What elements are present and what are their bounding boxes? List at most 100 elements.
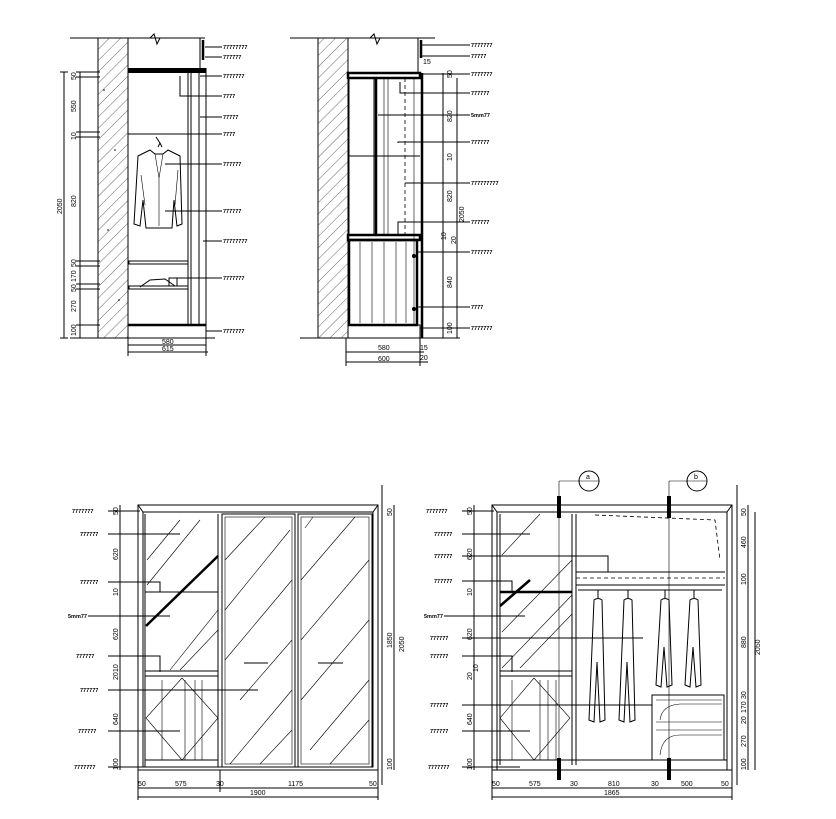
shelf: [128, 260, 189, 265]
annotation-label: 777777: [223, 162, 241, 168]
dim-label: 820: [447, 190, 454, 202]
drawer-unit: [651, 694, 725, 761]
dim-label: 1850: [387, 632, 394, 648]
annotation-label: 777777: [430, 729, 448, 735]
wall-hatch: [317, 37, 349, 339]
annotation-label: 7777: [223, 132, 235, 138]
dim-label: 30: [741, 691, 748, 699]
dim-label: 50: [138, 781, 146, 788]
shelf: [128, 285, 189, 290]
dim-label: 600: [378, 356, 390, 363]
sliding-door-right[interactable]: [297, 513, 373, 768]
total-width-label: 1900: [250, 790, 266, 797]
dim-label: 20: [467, 672, 474, 680]
overall-height-label: 2050: [57, 198, 64, 214]
annotation-label: 777777: [223, 209, 241, 215]
section-marker-label: b: [694, 474, 698, 481]
section-marker-a[interactable]: a: [578, 470, 600, 492]
annotation-label: 777777: [430, 654, 448, 660]
section-marker-b[interactable]: b: [686, 470, 708, 492]
annotation-label: 777777: [430, 636, 448, 642]
annotation-label: 777777777: [471, 181, 499, 187]
dim-label: 620: [467, 548, 474, 560]
dim-label: 100: [113, 758, 120, 770]
dim-label: 100: [71, 324, 78, 336]
dim-label: 620: [113, 628, 120, 640]
plinth: [347, 324, 421, 339]
dim-label: 20: [451, 236, 458, 244]
annotation-label: 777777: [80, 532, 98, 538]
dim-label: 50: [387, 508, 394, 516]
top-panel: [128, 68, 206, 73]
dim-label: 810: [608, 781, 620, 788]
dim-label: 500: [681, 781, 693, 788]
annotation-label: 777777: [78, 729, 96, 735]
dim-label: 50: [492, 781, 500, 788]
dim-label: 580: [162, 339, 174, 346]
dim-label: 50: [71, 259, 78, 267]
dim-label: 840: [447, 276, 454, 288]
annotation-label: 777777: [471, 220, 489, 226]
annotation-label: 5mm77: [68, 614, 87, 620]
dim-label: 10: [113, 588, 120, 596]
dim-label: 640: [113, 713, 120, 725]
dim-label: 580: [378, 345, 390, 352]
overall-height-label: 2050: [399, 636, 406, 652]
dim-label: 575: [529, 781, 541, 788]
dim-label: 615: [162, 346, 174, 353]
annotation-label: 7777777: [72, 509, 93, 515]
dim-label: 30: [651, 781, 659, 788]
annotation-label: 5mm77: [471, 113, 490, 119]
annotation-label: 7777777: [471, 43, 492, 49]
section-marker-label: a: [586, 474, 590, 481]
annotation-label: 7777777: [426, 509, 447, 515]
dim-label: 50: [741, 508, 748, 516]
annotation-label: 5mm77: [424, 614, 443, 620]
annotation-label: 777777: [430, 703, 448, 709]
annotation-label: 777777: [471, 91, 489, 97]
annotation-label: 777777: [76, 654, 94, 660]
dim-label: 20: [420, 355, 428, 362]
annotation-label: 77777: [223, 115, 238, 121]
dim-label: 50: [71, 284, 78, 292]
dim-label: 15: [423, 59, 431, 66]
annotation-label: 7777777: [471, 250, 492, 256]
annotation-label: 77777777: [223, 45, 247, 51]
annotation-label: 7777777: [223, 276, 244, 282]
annotation-label: 7777777: [223, 74, 244, 80]
dim-label: 50: [369, 781, 377, 788]
front-elevation-interior: a b 50 620 10 620 20 10 640 100 50 460 1…: [424, 470, 762, 800]
drawer: [347, 238, 419, 327]
top-panel: [346, 71, 422, 80]
dim-label: 460: [741, 536, 748, 548]
dim-label: 1175: [288, 781, 303, 788]
glass-hatch: [224, 516, 370, 765]
dim-label: 30: [216, 781, 224, 788]
dim-label: 20: [741, 716, 748, 724]
annotation-label: 77777777: [223, 239, 247, 245]
annotation-label: 777777: [434, 579, 452, 585]
jacket-icon: [133, 136, 183, 229]
section-drawing-1: 50 550 10 820 50 170 50 270 100 2050 580…: [57, 33, 247, 356]
dim-label: 550: [71, 100, 78, 112]
overall-height-label: 2050: [755, 639, 762, 655]
dim-label: 270: [71, 300, 78, 312]
dim-label: 10: [441, 232, 448, 240]
hanging-trousers-icon: [588, 590, 702, 723]
sliding-door-left[interactable]: [221, 513, 296, 768]
dim-label: 575: [175, 781, 187, 788]
wardrobe-frame: [137, 504, 379, 771]
annotation-label: 777777: [80, 580, 98, 586]
plinth: [127, 324, 207, 339]
dim-label: 880: [741, 636, 748, 648]
dim-label: 10: [71, 132, 78, 140]
annotation-label: 777777: [434, 554, 452, 560]
dim-label: 10: [473, 664, 480, 672]
dim-label: 100: [741, 758, 748, 770]
section-drawing-2: 15 50 820 10 820 10 20 840 100 2050 580 …: [290, 33, 499, 366]
annotation-label: 7777777: [74, 765, 95, 771]
annotation-label: 7777777: [471, 326, 492, 332]
total-width-label: 1865: [604, 790, 620, 797]
folded-clothes: [139, 278, 176, 288]
